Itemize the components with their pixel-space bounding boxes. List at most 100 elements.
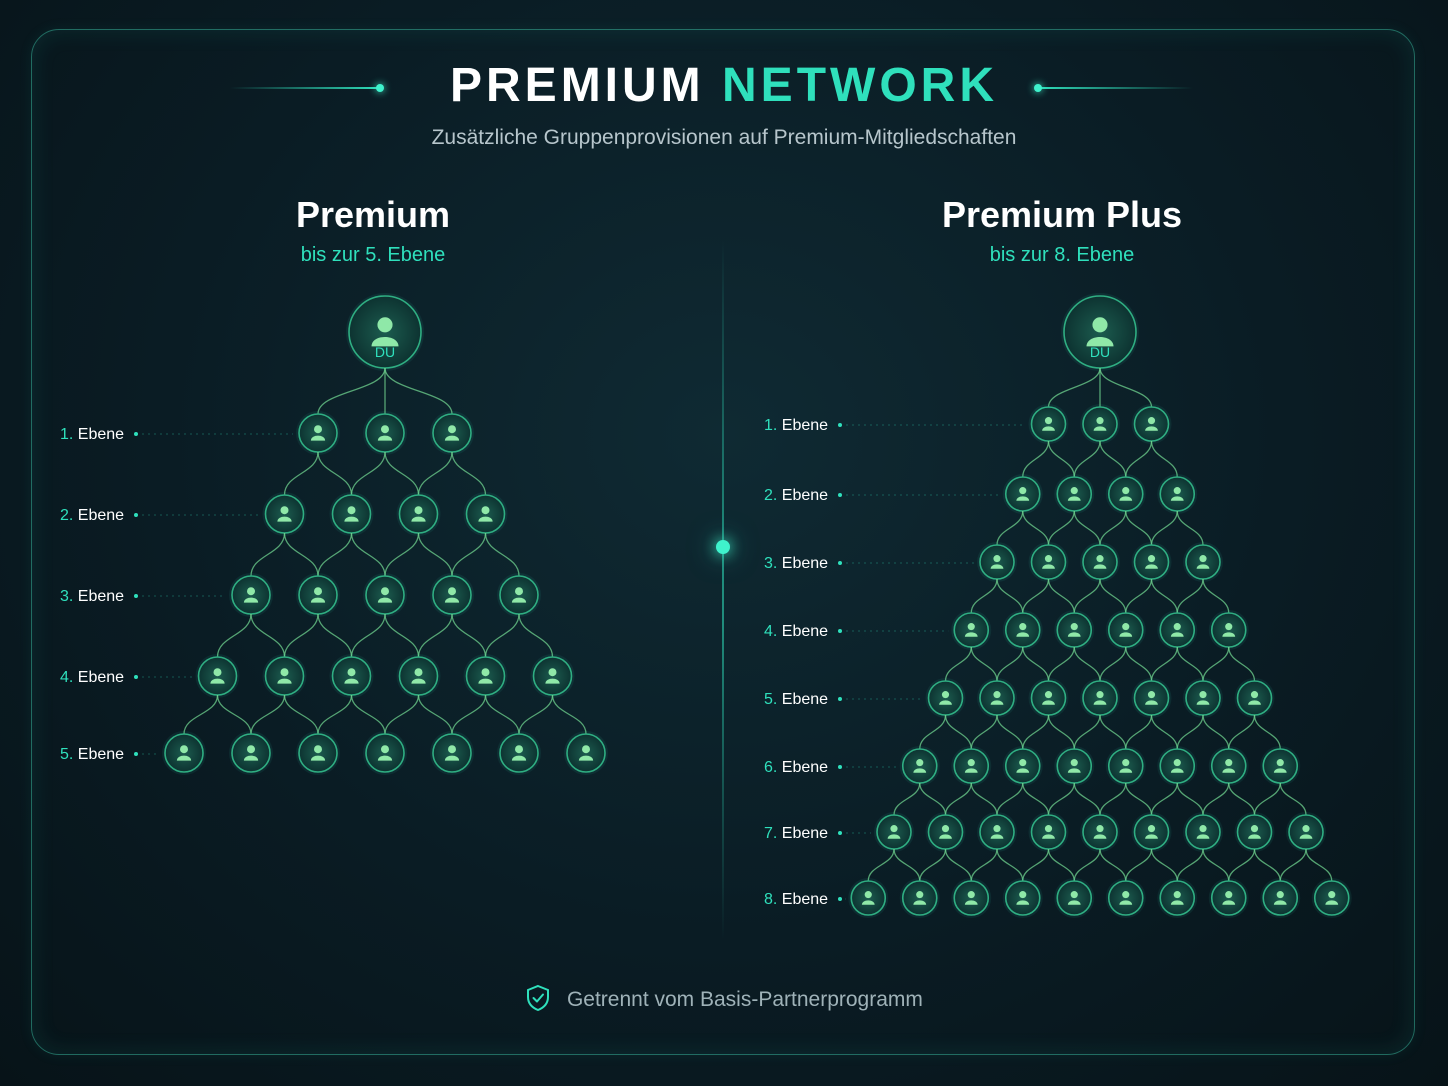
connector-line bbox=[384, 532, 420, 577]
premium-plus-member-node bbox=[1105, 878, 1146, 918]
premium-plus-panel-subtitle: bis zur 8. Ebene bbox=[989, 244, 1135, 266]
connector-line bbox=[919, 848, 947, 882]
premium-plus-level-dot bbox=[838, 697, 842, 701]
connector-line bbox=[250, 613, 286, 658]
connector-line bbox=[317, 613, 353, 658]
connector-line bbox=[250, 694, 286, 735]
connector-line bbox=[1228, 848, 1256, 882]
connector-line bbox=[384, 613, 420, 658]
connector-line bbox=[1022, 578, 1050, 614]
connector-line bbox=[893, 782, 921, 816]
connector-line bbox=[1073, 510, 1101, 546]
premium-plus-level-label: 5. Ebene bbox=[764, 691, 828, 708]
premium-member-node bbox=[262, 492, 307, 536]
connector-line bbox=[484, 532, 520, 577]
premium-plus-member-node bbox=[1208, 610, 1249, 650]
connector-line bbox=[384, 367, 453, 415]
premium-level-dot bbox=[134, 513, 138, 517]
connector-line bbox=[996, 578, 1024, 614]
premium-plus-member-node bbox=[1080, 542, 1120, 582]
premium-plus-member-node bbox=[1260, 878, 1301, 918]
premium-plus-level-dot bbox=[838, 629, 842, 633]
connector-line bbox=[970, 578, 998, 614]
connector-line bbox=[919, 714, 947, 750]
premium-member-node bbox=[229, 573, 273, 617]
premium-plus-level-label: 3. Ebene bbox=[764, 555, 828, 572]
premium-member-node bbox=[430, 411, 474, 455]
title-part-white: PREMIUM bbox=[450, 59, 705, 112]
connector-line bbox=[996, 510, 1024, 546]
connector-line bbox=[1125, 440, 1153, 478]
connector-line bbox=[551, 694, 587, 735]
premium-plus-member-node bbox=[1028, 812, 1069, 852]
connector-line bbox=[1099, 578, 1127, 614]
premium-plus-member-node bbox=[977, 812, 1017, 852]
premium-plus-member-node bbox=[1080, 404, 1120, 444]
premium-plus-member-node bbox=[1157, 474, 1198, 514]
premium-plus-member-node bbox=[1054, 746, 1095, 786]
connector-line bbox=[1073, 782, 1101, 816]
premium-plus-member-node bbox=[1131, 542, 1172, 582]
connector-line bbox=[1176, 578, 1204, 614]
connector-line bbox=[1073, 440, 1101, 478]
connector-line bbox=[996, 646, 1024, 682]
premium-plus-member-node bbox=[1002, 610, 1043, 650]
connector-line bbox=[1047, 782, 1075, 816]
connector-line bbox=[1125, 510, 1153, 546]
premium-root-node: DU bbox=[346, 293, 424, 371]
premium-member-node bbox=[329, 654, 374, 698]
premium-plus-level-label: 4. Ebene bbox=[764, 623, 828, 640]
title-deco-line-left bbox=[230, 87, 380, 89]
connector-line bbox=[1202, 578, 1230, 614]
premium-member-node bbox=[396, 654, 441, 698]
connector-line bbox=[317, 367, 386, 415]
connector-line bbox=[317, 532, 353, 577]
premium-plus-panel-title: Premium Plus bbox=[941, 194, 1183, 235]
connector-line bbox=[1047, 510, 1075, 546]
premium-plus-member-node bbox=[1002, 878, 1043, 918]
connector-line bbox=[1279, 782, 1307, 816]
premium-plus-member-node bbox=[1080, 678, 1120, 718]
premium-member-node bbox=[497, 573, 541, 617]
title-deco-line-right bbox=[1038, 87, 1193, 89]
premium-level-dot bbox=[134, 594, 138, 598]
connector-line bbox=[1279, 848, 1307, 882]
connector-line bbox=[1073, 646, 1101, 682]
connector-line bbox=[893, 848, 921, 882]
connector-line bbox=[417, 694, 453, 735]
connector-line bbox=[1047, 578, 1075, 614]
premium-plus-member-node bbox=[1311, 878, 1352, 918]
connector-line bbox=[1253, 848, 1281, 882]
premium-level-label: 3. Ebene bbox=[60, 588, 124, 605]
premium-plus-member-node bbox=[1208, 878, 1249, 918]
premium-level-label: 4. Ebene bbox=[60, 669, 124, 686]
premium-plus-member-node bbox=[977, 678, 1017, 718]
connector-line bbox=[1150, 714, 1178, 750]
premium-plus-member-node bbox=[951, 878, 992, 918]
premium-member-node bbox=[195, 654, 240, 698]
connector-line bbox=[484, 613, 520, 658]
connector-line bbox=[1176, 782, 1204, 816]
connector-line bbox=[1073, 714, 1101, 750]
outer-frame bbox=[31, 29, 1415, 1055]
connector-line bbox=[1150, 578, 1178, 614]
connector-line bbox=[350, 451, 386, 496]
premium-plus-member-node bbox=[1131, 404, 1172, 444]
premium-level-label: 5. Ebene bbox=[60, 746, 124, 763]
premium-member-node bbox=[296, 411, 340, 455]
premium-plus-member-node bbox=[1028, 542, 1069, 582]
connector-line bbox=[1125, 714, 1153, 750]
connector-line bbox=[1073, 848, 1101, 882]
connector-line bbox=[1022, 848, 1050, 882]
premium-plus-level-label: 6. Ebene bbox=[764, 759, 828, 776]
connector-line bbox=[1022, 782, 1050, 816]
connector-line bbox=[451, 694, 487, 735]
premium-member-node bbox=[296, 731, 340, 775]
connector-line bbox=[1022, 646, 1050, 682]
connector-line bbox=[283, 694, 319, 735]
premium-plus-member-node bbox=[1183, 678, 1223, 718]
premium-plus-member-node bbox=[1002, 474, 1043, 514]
connector-line bbox=[317, 694, 353, 735]
connector-line bbox=[1047, 848, 1075, 882]
connector-line bbox=[350, 694, 386, 735]
